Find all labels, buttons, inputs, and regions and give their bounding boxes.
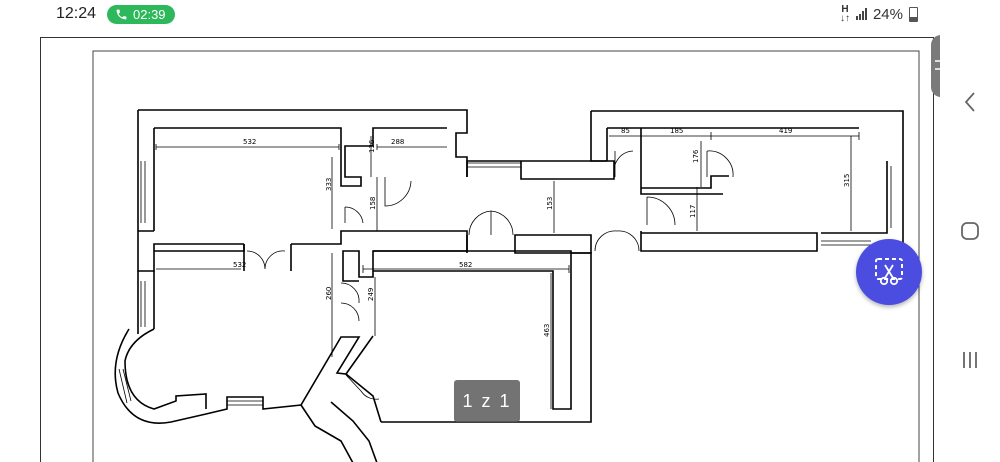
status-bar: 12:24 02:39 H↓↑ 24%: [0, 0, 940, 30]
dim-532-top: 532: [243, 138, 256, 146]
dim-85: 85: [621, 127, 630, 135]
dim-532-mid: 532: [233, 261, 246, 269]
call-timer: 02:39: [133, 7, 166, 22]
battery-percent: 24%: [872, 5, 903, 23]
page-indicator: 1 z 1: [454, 380, 520, 422]
dim-288: 288: [391, 138, 404, 146]
network-type-icon: H↓↑: [839, 4, 850, 24]
recents-icon: [963, 352, 977, 368]
dim-185: 185: [670, 127, 683, 135]
dim-136: 136: [368, 139, 376, 153]
system-icons: H↓↑ 24%: [839, 4, 918, 24]
back-icon: [964, 92, 975, 112]
navigation-bar: [940, 0, 1000, 462]
dim-419: 419: [779, 127, 792, 135]
back-button[interactable]: [940, 82, 1000, 122]
dim-315: 315: [843, 174, 851, 187]
dim-176: 176: [692, 149, 700, 163]
screenshot-capture-button[interactable]: [856, 239, 922, 305]
status-time: 12:24: [56, 5, 97, 22]
dim-249: 249: [367, 288, 375, 301]
dim-333: 333: [325, 178, 333, 191]
dim-260: 260: [325, 287, 333, 300]
signal-icon: [855, 8, 867, 20]
recents-button[interactable]: [940, 340, 1000, 380]
dim-463: 463: [543, 324, 551, 337]
dim-158: 158: [369, 197, 377, 210]
dim-582: 582: [459, 261, 472, 269]
dim-117: 117: [689, 205, 697, 218]
battery-icon: [909, 6, 918, 22]
home-icon: [961, 222, 979, 240]
home-button[interactable]: [940, 211, 1000, 251]
screenshot-scissor-icon: [875, 258, 903, 286]
ongoing-call-pill[interactable]: 02:39: [107, 5, 175, 24]
phone-icon: [116, 9, 127, 20]
dim-153: 153: [546, 197, 554, 210]
